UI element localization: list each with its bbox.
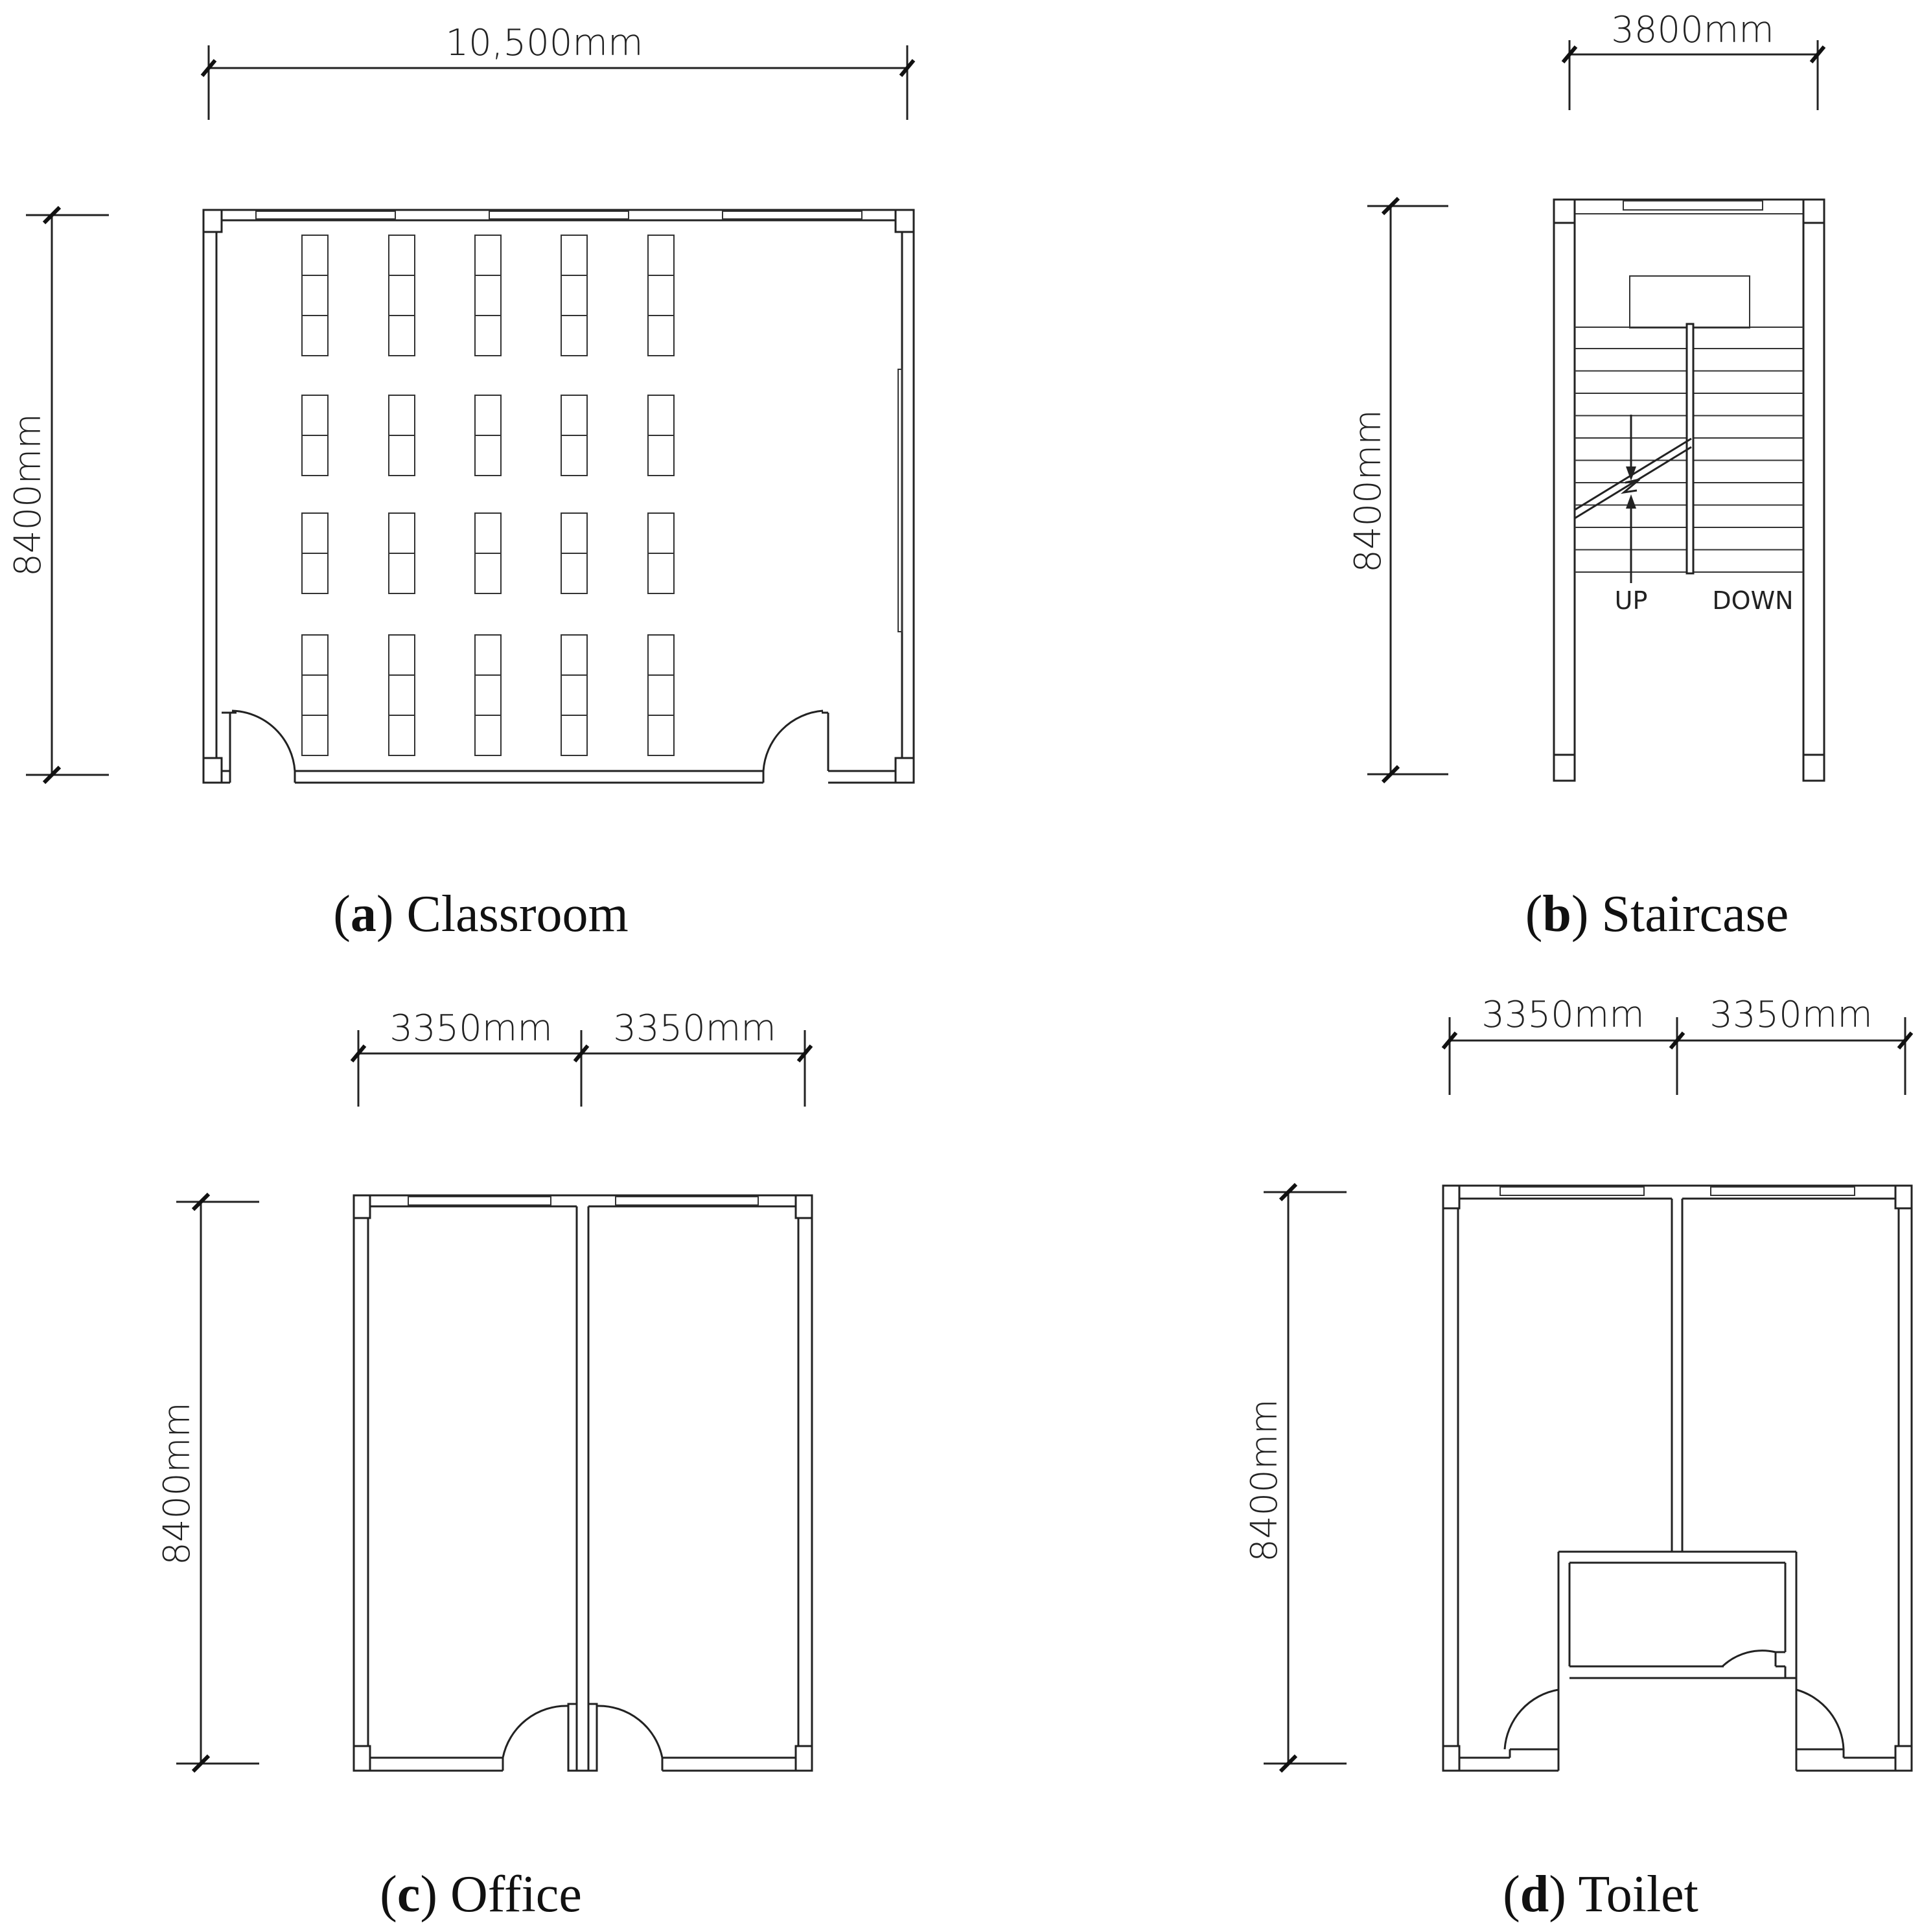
desk [647, 435, 675, 476]
desk [474, 435, 502, 476]
office-width-label-right: 3350mm [613, 1007, 776, 1050]
desk [561, 395, 588, 436]
office-width-label-left: 3350mm [389, 1007, 553, 1050]
desk [301, 634, 329, 676]
desk [647, 674, 675, 716]
desk [301, 674, 329, 716]
classroom-height-label: 8400mm [7, 413, 49, 577]
office-plan: 3350mm 3350mm 8400mm [156, 1007, 813, 1773]
desk [388, 315, 415, 356]
toilet-plan: 3350mm 3350mm 8400mm [1244, 994, 1914, 1773]
desk [388, 674, 415, 716]
desk [647, 315, 675, 356]
desk [647, 715, 675, 756]
staircase-handrail [1574, 323, 1695, 575]
toilet-width-label-right: 3350mm [1709, 994, 1873, 1036]
classroom-caption: (a) Classroom [333, 886, 629, 943]
classroom-height-dimension: 8400mm [7, 205, 109, 785]
desk [388, 235, 415, 276]
desk [301, 275, 329, 316]
toilet-caption: (d) Toilet [1503, 1866, 1698, 1923]
staircase-caption-letter: b [1542, 886, 1571, 943]
desk [474, 634, 502, 676]
classroom-walls [202, 209, 915, 784]
staircase-walls [1553, 198, 1825, 782]
toilet-width-label-left: 3350mm [1481, 994, 1645, 1036]
toilet-doors [1503, 1650, 1845, 1750]
classroom-door-right [762, 709, 824, 772]
desk [388, 435, 415, 476]
toilet-width-dimensions: 3350mm 3350mm [1441, 994, 1914, 1095]
desk [474, 553, 502, 594]
classroom-width-dimension: 10,500mm [200, 22, 916, 120]
desk [647, 275, 675, 316]
desk [561, 715, 588, 756]
desk [474, 275, 502, 316]
desk [301, 512, 329, 554]
staircase-up-label: UP [1615, 586, 1648, 615]
desk [388, 553, 415, 594]
desk [647, 395, 675, 436]
desk [301, 315, 329, 356]
staircase-width-dimension: 3800mm [1561, 9, 1826, 110]
desk [647, 553, 675, 594]
toilet-caption-title: Toilet [1578, 1866, 1698, 1923]
office-walls [353, 1194, 813, 1772]
desk [474, 512, 502, 554]
desk [474, 235, 502, 276]
desk [561, 674, 588, 716]
desk [561, 435, 588, 476]
classroom-door-left [230, 709, 296, 772]
desk [388, 512, 415, 554]
desk [474, 395, 502, 436]
desk [561, 235, 588, 276]
desk [647, 512, 675, 554]
desk [301, 715, 329, 756]
office-caption: (c) Office [380, 1866, 582, 1923]
desk [388, 275, 415, 316]
desk [561, 275, 588, 316]
desk [561, 553, 588, 594]
classroom-caption-title: Classroom [407, 886, 629, 943]
desk [474, 715, 502, 756]
desk [301, 395, 329, 436]
staircase-plan: 3800mm 8400mm [1347, 9, 1826, 784]
desk [301, 435, 329, 476]
office-doors [502, 1705, 664, 1758]
toilet-height-label: 8400mm [1244, 1399, 1286, 1562]
office-width-dimensions: 3350mm 3350mm [350, 1007, 813, 1107]
toilet-height-dimension: 8400mm [1244, 1182, 1347, 1773]
toilet-caption-letter: d [1520, 1866, 1549, 1923]
staircase-height-label: 8400mm [1347, 409, 1389, 573]
desk [474, 674, 502, 716]
toilet-walls [1442, 1184, 1913, 1772]
office-height-label: 8400mm [156, 1402, 198, 1565]
desk [647, 634, 675, 676]
staircase-width-label: 3800mm [1611, 9, 1774, 51]
staircase-caption-title: Staircase [1602, 886, 1789, 943]
desk [561, 634, 588, 676]
desk [388, 395, 415, 436]
staircase-down-label: DOWN [1712, 586, 1793, 615]
staircase-break-arrow [1620, 415, 1640, 583]
desk [561, 315, 588, 356]
classroom-plan: 10,500mm 8400mm [7, 22, 916, 785]
office-height-dimension: 8400mm [156, 1192, 259, 1773]
classroom-width-label: 10,500mm [445, 22, 643, 64]
staircase-height-dimension: 8400mm [1347, 196, 1448, 784]
office-caption-letter: c [397, 1866, 421, 1923]
staircase-caption: (b) Staircase [1525, 886, 1789, 943]
desk [301, 235, 329, 276]
desk [388, 715, 415, 756]
desk [301, 553, 329, 594]
desk [474, 315, 502, 356]
desk [388, 634, 415, 676]
desk [561, 512, 588, 554]
classroom-caption-letter: a [351, 886, 376, 943]
classroom-desks [301, 235, 675, 756]
office-caption-title: Office [450, 1866, 582, 1923]
desk [647, 235, 675, 276]
